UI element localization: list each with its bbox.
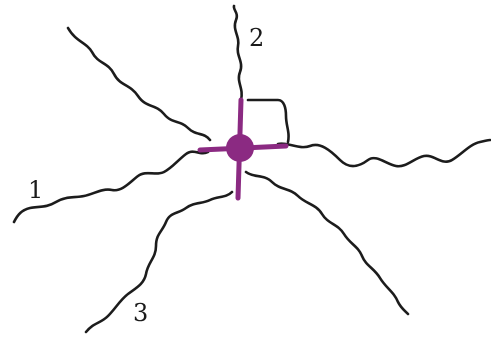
chain-arm-3 <box>86 192 232 332</box>
arm-label-1: 1 <box>28 176 43 204</box>
chain-arm-upper-left <box>68 28 210 140</box>
branch-point-core <box>226 134 254 162</box>
chain-arm-lower-right <box>246 172 408 314</box>
chain-arm-right <box>278 140 490 166</box>
chain-loop <box>248 100 289 142</box>
arm-label-3: 3 <box>133 299 148 327</box>
arm-label-2: 2 <box>249 24 264 52</box>
chain-arm-2 <box>234 6 242 100</box>
